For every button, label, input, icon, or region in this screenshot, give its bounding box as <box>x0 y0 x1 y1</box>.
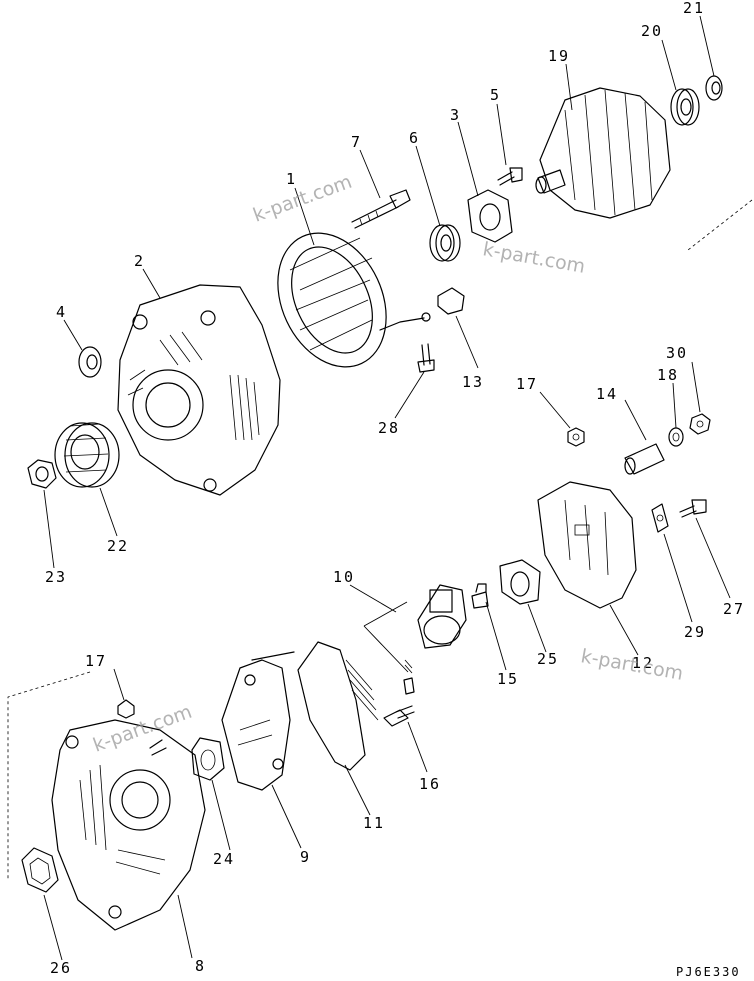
callout-7: 7 <box>351 133 362 151</box>
part-bearing-front[interactable] <box>429 224 461 262</box>
part-housing-gasket[interactable] <box>21 847 59 893</box>
callout-17-upper: 17 <box>516 375 538 393</box>
callout-23: 23 <box>45 568 67 586</box>
part-screw-16[interactable] <box>383 705 415 727</box>
part-pulley-nut[interactable] <box>27 459 57 489</box>
callout-9: 9 <box>300 848 311 866</box>
callout-10: 10 <box>333 568 355 586</box>
part-clip[interactable] <box>437 287 465 315</box>
part-bearing-rear[interactable] <box>670 88 700 126</box>
callout-5: 5 <box>490 86 501 104</box>
part-nut-small-upper[interactable] <box>567 427 585 447</box>
part-collar[interactable] <box>705 75 723 101</box>
part-nut-30[interactable] <box>689 413 711 435</box>
part-rear-cover[interactable] <box>537 481 637 609</box>
part-terminal-plate[interactable] <box>651 503 669 533</box>
callout-28: 28 <box>378 419 400 437</box>
callout-17-lower: 17 <box>85 652 107 670</box>
callout-22: 22 <box>107 537 129 555</box>
callout-15: 15 <box>497 670 519 688</box>
callout-21: 21 <box>683 0 705 17</box>
part-rotor[interactable] <box>535 87 671 219</box>
part-retainer-plate[interactable] <box>467 189 513 243</box>
callout-1: 1 <box>286 170 297 188</box>
watermark-1: k-part.com <box>250 171 355 227</box>
part-regulator[interactable] <box>403 584 467 695</box>
watermarks: k-part.com k-part.com k-part.com k-part.… <box>90 171 685 757</box>
watermark-4: k-part.com <box>90 701 195 757</box>
part-through-bolt-long[interactable] <box>351 189 411 229</box>
part-brush-holder[interactable] <box>297 641 379 771</box>
watermark-2: k-part.com <box>481 238 587 278</box>
watermark-3: k-part.com <box>579 645 685 685</box>
part-small-screw[interactable] <box>417 343 435 373</box>
part-stator[interactable] <box>257 215 431 384</box>
callout-19: 19 <box>548 47 570 65</box>
part-rectifier[interactable] <box>221 651 295 791</box>
leader-lines <box>43 15 731 961</box>
part-screw-27[interactable] <box>679 499 707 518</box>
part-screw[interactable] <box>497 167 523 186</box>
part-pulley[interactable] <box>54 422 120 488</box>
callout-2: 2 <box>134 252 145 270</box>
callout-11: 11 <box>363 814 385 832</box>
part-insulator[interactable] <box>499 559 541 605</box>
part-rear-housing[interactable] <box>51 719 206 931</box>
callout-18: 18 <box>657 366 679 384</box>
callout-14: 14 <box>596 385 618 403</box>
callout-29: 29 <box>684 623 706 641</box>
part-spacer[interactable] <box>78 346 102 378</box>
callout-3: 3 <box>450 106 461 124</box>
callout-26: 26 <box>50 959 72 977</box>
callout-20: 20 <box>641 22 663 40</box>
part-terminal-bolt[interactable] <box>624 443 665 475</box>
callout-13: 13 <box>462 373 484 391</box>
callout-30: 30 <box>666 344 688 362</box>
callout-16: 16 <box>419 775 441 793</box>
callout-8: 8 <box>195 957 206 975</box>
part-front-housing[interactable] <box>117 284 281 496</box>
callout-24: 24 <box>213 850 235 868</box>
part-washer[interactable] <box>668 427 684 447</box>
callout-numbers: 1 2 3 4 5 6 7 8 9 10 11 12 13 14 15 16 1… <box>45 0 745 977</box>
guide-lines <box>7 199 753 880</box>
callout-4: 4 <box>56 303 67 321</box>
part-bolt-15[interactable] <box>471 583 489 609</box>
drawing-code: PJ6E330 <box>676 965 741 979</box>
callout-6: 6 <box>409 129 420 147</box>
callout-25: 25 <box>537 650 559 668</box>
callout-12: 12 <box>632 654 654 672</box>
part-gasket[interactable] <box>191 737 225 781</box>
callout-27: 27 <box>723 600 745 618</box>
part-nut-small-lower[interactable] <box>117 699 135 719</box>
